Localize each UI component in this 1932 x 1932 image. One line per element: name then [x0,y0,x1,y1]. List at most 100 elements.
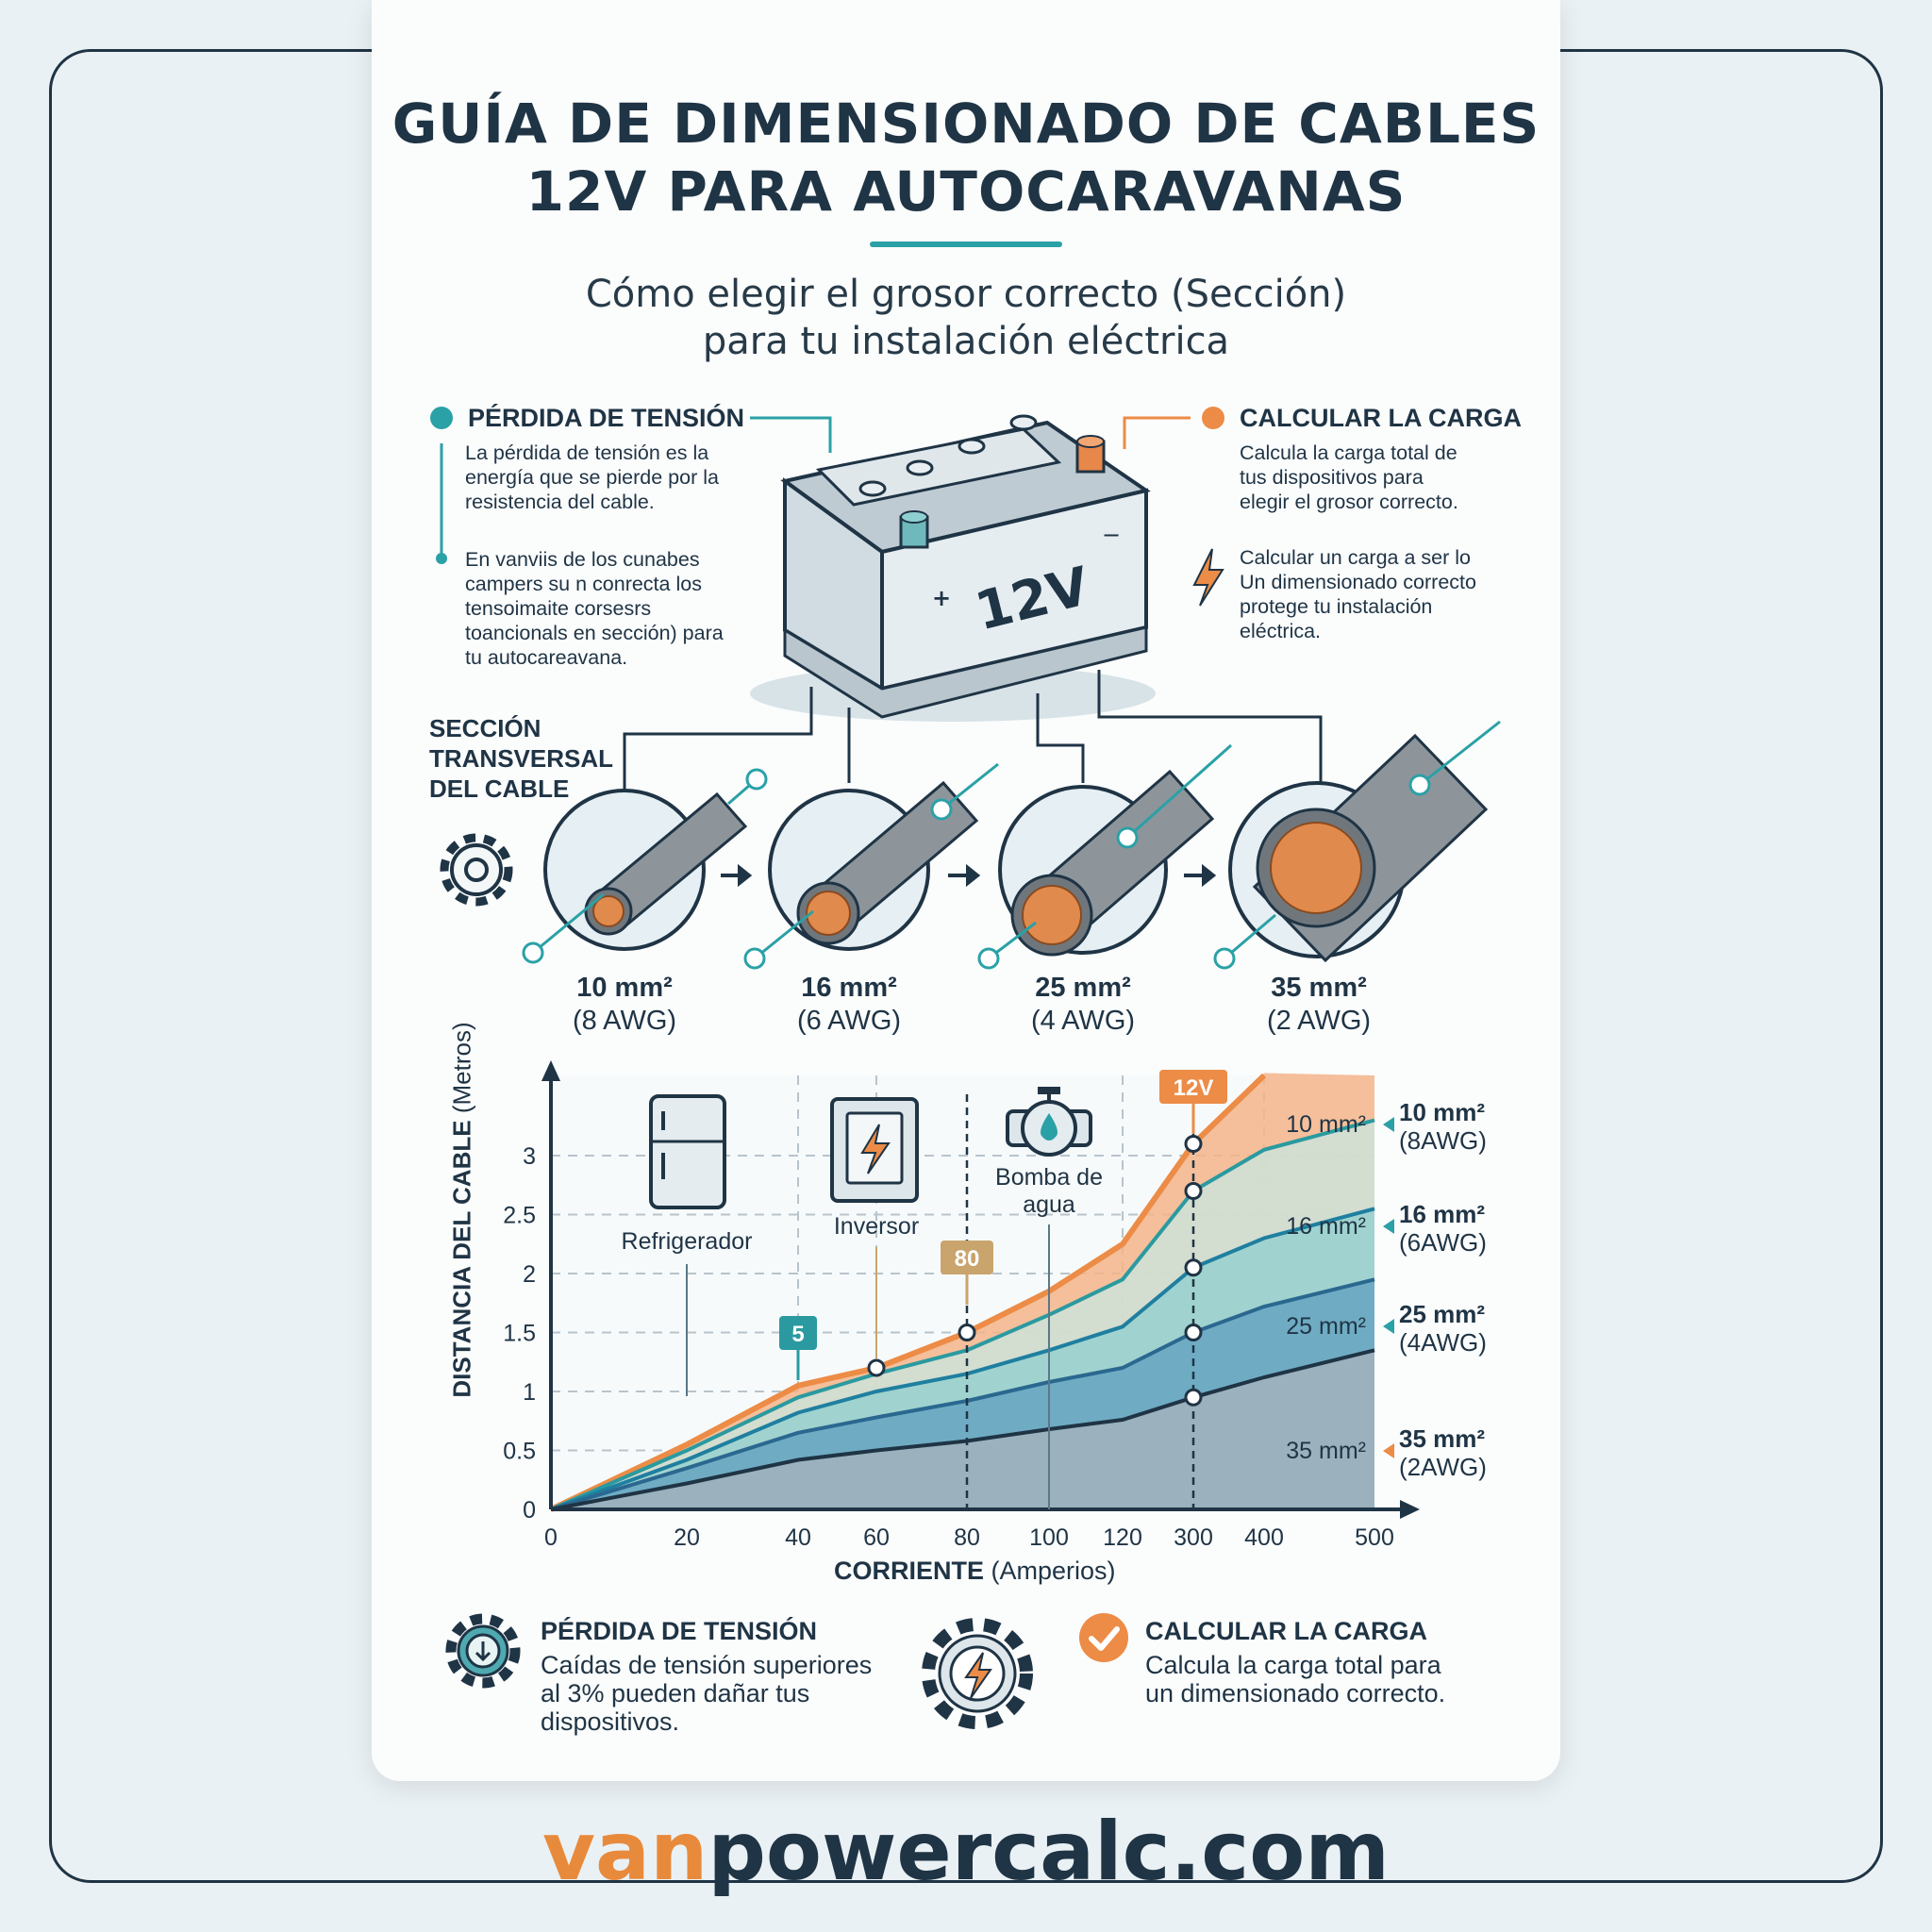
cable-awg-value: (2 AWG) [1266,1006,1372,1036]
x-tick-label: 400 [1244,1524,1284,1551]
y-tick-label: 2.5 [503,1203,536,1229]
text-line: TRANSVERSAL [429,744,614,773]
text-line: Calcular un carga a ser lo [1240,546,1471,569]
x-tick-label: 500 [1355,1524,1394,1551]
battery-icon [750,414,1156,722]
series-area-4 [551,1075,1374,1509]
text-line: SECCIÓN [429,714,541,742]
device-label: Refrigerador [622,1228,753,1255]
legend-awg: (6AWG) [1399,1228,1487,1257]
chart-y-axis-title: DISTANCIA DEL CABLE (Metros) [448,1022,477,1399]
battery-plus-sign: + [932,585,951,611]
y-axis-arrow [541,1060,560,1081]
data-point [1184,1324,1203,1341]
subtitle-line-2: para tu instalación eléctrica [702,320,1230,363]
fridge-icon [649,1094,726,1209]
left-callout-heading: PÉRDIDA DE TENSIÓN [468,404,745,432]
text-line: al 3% pueden dañar tus [541,1679,810,1707]
title-divider [870,242,1062,247]
y-axis-unit: (Metros) [447,1022,476,1114]
legend-size: 16 mm² [1399,1200,1485,1228]
cable-size-value: 10 mm² [576,973,673,1003]
cable-size-label: 35 mm²(2 AWG) [1224,972,1413,1038]
legend-size: 35 mm² [1399,1424,1485,1453]
tip-title: CALCULAR LA CARGA [1145,1617,1427,1645]
water-pump-icon [1006,1087,1092,1157]
text-line: energía que se pierde por la [465,466,719,489]
device-label: Bomba de [995,1164,1103,1191]
cable-25mm-illustration [977,743,1232,970]
right-callout-connector [1123,416,1191,449]
text-line: La pérdida de tensión es la [465,441,709,464]
x-tick-label: 100 [1029,1524,1069,1551]
marker-badge [941,1241,993,1274]
marker-badge-label: 12V [1174,1075,1214,1101]
cable-awg-value: (6 AWG) [796,1006,902,1036]
series-inline-label: 16 mm² [1286,1213,1366,1240]
tip-title: PÉRDIDA DE TENSIÓN [541,1617,818,1645]
device-label: agua [1023,1191,1075,1218]
text-line: campers su n conrecta los [465,573,702,595]
lightning-icon [1192,548,1224,607]
arrow-icons [721,863,1217,888]
site-domain: vanpowercalc.com [0,1811,1932,1892]
text-line: DEL CABLE [429,774,570,803]
left-callout-text-2: En vanviis de los cunabes campers su n c… [465,547,724,670]
cable-size-value: 25 mm² [1035,973,1131,1003]
series-inline-label: 25 mm² [1286,1313,1366,1340]
text-line: tu autocareavana. [465,646,628,669]
data-point [867,1358,886,1377]
x-tick-label: 120 [1103,1524,1142,1551]
chart-x-axis-title: CORRIENTE (Amperios) [834,1557,1116,1586]
data-point [1184,1135,1203,1153]
marker-badge [779,1316,817,1350]
cable-size-label: 16 mm²(6 AWG) [755,972,943,1038]
legend-pointer [1383,1117,1394,1132]
text-line: elegir el grosor correcto. [1240,491,1458,513]
text-line: tensoimaite corsesrs [465,597,652,620]
legend-awg: (8AWG) [1399,1126,1487,1155]
check-icon [1079,1613,1128,1662]
inverter-icon [830,1097,919,1203]
cable-16mm-illustration [743,762,999,970]
text-line: Calcula la carga total para [1145,1651,1441,1679]
series-line [550,1348,1375,1511]
cable-35mm-illustration [1213,720,1501,970]
text-line: eléctrica. [1240,620,1322,642]
gear-icon [440,833,513,907]
data-point [1184,1258,1203,1277]
text-line: En vanviis de los cunabes [465,548,700,571]
x-tick-label: 0 [544,1524,558,1551]
data-point [1184,1388,1203,1407]
y-tick-label: 2 [523,1261,536,1288]
marker-badge-label: 80 [955,1246,980,1272]
cable-size-label: 10 mm²(8 AWG) [530,972,719,1038]
battery-minus-sign: − [1102,522,1121,548]
legend-pointer [1383,1219,1394,1234]
legend-awg: (4AWG) [1399,1328,1487,1357]
text-line: un dimensionado correcto. [1145,1679,1446,1707]
series-line [550,1207,1375,1511]
left-callout-connector [750,416,832,453]
tip-text: Calcula la carga total para un dimension… [1145,1651,1445,1707]
x-tick-label: 20 [674,1524,700,1551]
marker-badge-label: 5 [791,1322,804,1347]
cable-size-label: 25 mm²(4 AWG) [989,972,1177,1038]
x-tick-label: 40 [785,1524,811,1551]
text-line: Caídas de tensión superiores [541,1651,873,1679]
title-line-1: GUÍA DE DIMENSIONADO DE CABLES [391,92,1541,156]
left-callout-text-1: La pérdida de tensión es la energía que … [465,441,719,514]
series-inline-label: 35 mm² [1286,1438,1366,1464]
y-axis-label: DISTANCIA DEL CABLE [447,1120,476,1398]
text-line: Un dimensionado correcto [1240,571,1476,593]
right-callout-dot [1202,407,1224,429]
x-axis-arrow [1400,1500,1420,1519]
y-tick-label: 0 [523,1497,536,1524]
marker-badge [1159,1070,1227,1104]
series-inline-label: 10 mm² [1286,1111,1366,1138]
title-line-2: 12V PARA AUTOCARAVANAS [525,159,1407,224]
series-line [550,1118,1375,1511]
gear-download-icon [445,1613,521,1689]
text-line: dispositivos. [541,1707,680,1736]
